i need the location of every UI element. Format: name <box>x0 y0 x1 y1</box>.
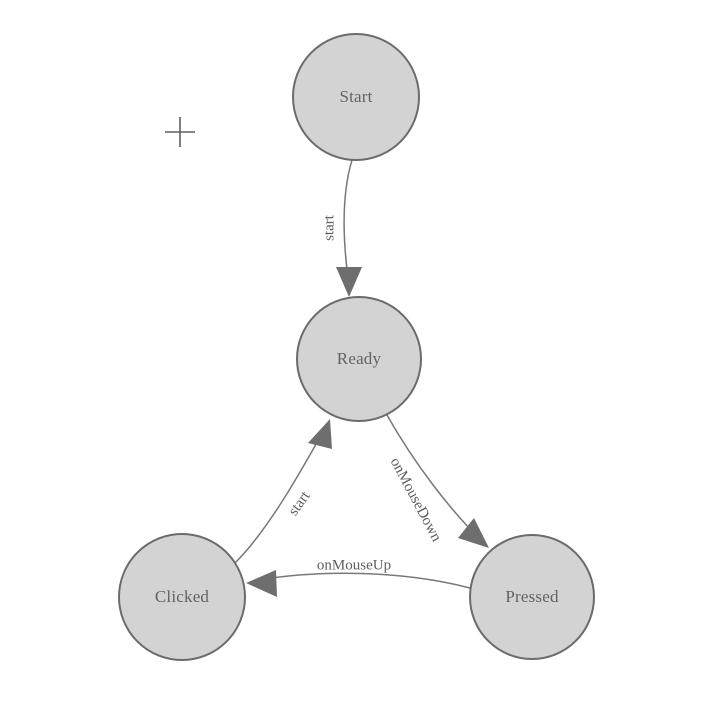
node-start-label: Start <box>339 87 372 106</box>
node-ready-circle[interactable] <box>296 296 422 422</box>
arrowhead-clicked-to-ready <box>308 419 332 449</box>
node-pressed[interactable]: Pressed <box>469 534 595 660</box>
node-clicked-circle[interactable] <box>118 533 246 661</box>
crosshair-icon[interactable] <box>165 117 195 147</box>
node-start[interactable]: Start <box>292 33 420 161</box>
edge-line-start-to-ready <box>343 159 353 286</box>
edge-label-clicked-to-ready: start <box>286 488 314 519</box>
node-start-circle[interactable] <box>292 33 420 161</box>
node-pressed-circle[interactable] <box>469 534 595 660</box>
edge-start-to-ready[interactable]: start <box>321 159 362 297</box>
arrowhead-start-to-ready <box>336 267 362 297</box>
node-ready[interactable]: Ready <box>296 296 422 422</box>
edge-clicked-to-ready[interactable]: start <box>234 419 332 564</box>
node-pressed-label: Pressed <box>505 587 559 606</box>
edge-pressed-to-clicked[interactable]: onMouseUp <box>246 557 471 597</box>
edge-line-clicked-to-ready <box>234 429 325 564</box>
node-clicked-label: Clicked <box>155 587 210 606</box>
edge-label-start-to-ready: start <box>321 214 337 241</box>
node-ready-label: Ready <box>337 349 382 368</box>
edge-label-pressed-to-clicked: onMouseUp <box>317 557 391 573</box>
arrowhead-pressed-to-clicked <box>246 570 277 597</box>
edge-label-ready-to-pressed: onMouseDown <box>387 455 445 545</box>
node-clicked[interactable]: Clicked <box>118 533 246 661</box>
edge-line-pressed-to-clicked <box>257 572 471 589</box>
arrowhead-ready-to-pressed <box>458 518 489 548</box>
edge-ready-to-pressed[interactable]: onMouseDown <box>386 414 489 548</box>
